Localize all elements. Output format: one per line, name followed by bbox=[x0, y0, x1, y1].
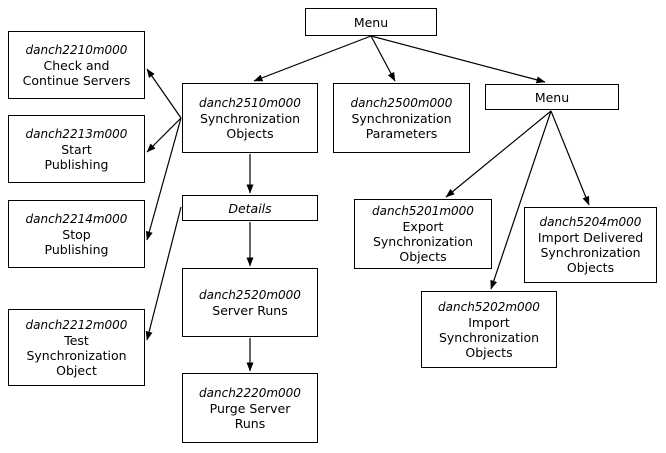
node-label: Synchronization Parameters bbox=[351, 110, 452, 141]
node-label: Server Runs bbox=[212, 302, 288, 318]
node-label: Export Synchronization Objects bbox=[372, 219, 474, 264]
node-code: danch2213m000 bbox=[25, 126, 128, 141]
node-menu-top[interactable]: Menu bbox=[305, 8, 437, 36]
node-code: danch5202m000 bbox=[438, 299, 540, 314]
node-label: Purge Server Runs bbox=[209, 400, 291, 431]
node-code: danch2510m000 bbox=[199, 95, 301, 110]
edge-menu-top-to-danch2500m000 bbox=[370, 35, 396, 82]
node-code: danch2214m000 bbox=[25, 211, 128, 226]
node-label: Start Publishing bbox=[44, 141, 109, 172]
node-label: Import Synchronization Objects bbox=[438, 314, 540, 360]
node-label: Menu bbox=[534, 89, 570, 105]
node-code: danch2210m000 bbox=[25, 42, 128, 57]
node-label: Test Synchronization Object bbox=[26, 332, 127, 378]
edge-details-to-danch2212m000 bbox=[145, 206, 182, 341]
edge-menu-top-to-menu-right bbox=[370, 35, 546, 84]
node-code: danch5201m000 bbox=[372, 204, 474, 218]
node-label: Import Delivered Synchronization Objects bbox=[537, 230, 644, 275]
node-code: danch5204m000 bbox=[539, 215, 642, 229]
edge-menu-top-to-danch2510m000 bbox=[253, 35, 372, 82]
node-code: danch2500m000 bbox=[350, 95, 453, 110]
edge-lines bbox=[145, 35, 590, 372]
edge-danch2510m000-to-danch2213m000 bbox=[146, 117, 182, 153]
edge-danch2510m000-to-danch2210m000 bbox=[146, 68, 182, 119]
node-label: Check and Continue Servers bbox=[22, 57, 131, 88]
edge-menu-right-to-danch5204m000 bbox=[550, 110, 590, 206]
node-code: danch2220m000 bbox=[199, 385, 301, 400]
node-label: Details bbox=[228, 200, 272, 216]
node-code: danch2212m000 bbox=[25, 317, 128, 332]
node-label: Stop Publishing bbox=[44, 226, 109, 257]
edge-menu-right-to-danch5202m000 bbox=[490, 110, 552, 290]
edge-menu-right-to-danch5201m000 bbox=[445, 110, 552, 198]
node-code: danch2520m000 bbox=[199, 287, 301, 302]
edge-danch2510m000-to-danch2214m000 bbox=[145, 117, 182, 241]
node-details[interactable]: Details bbox=[182, 195, 318, 221]
node-label: Menu bbox=[353, 14, 389, 30]
node-label: Synchronization Objects bbox=[199, 110, 301, 141]
node-menu-right[interactable]: Menu bbox=[485, 84, 619, 110]
